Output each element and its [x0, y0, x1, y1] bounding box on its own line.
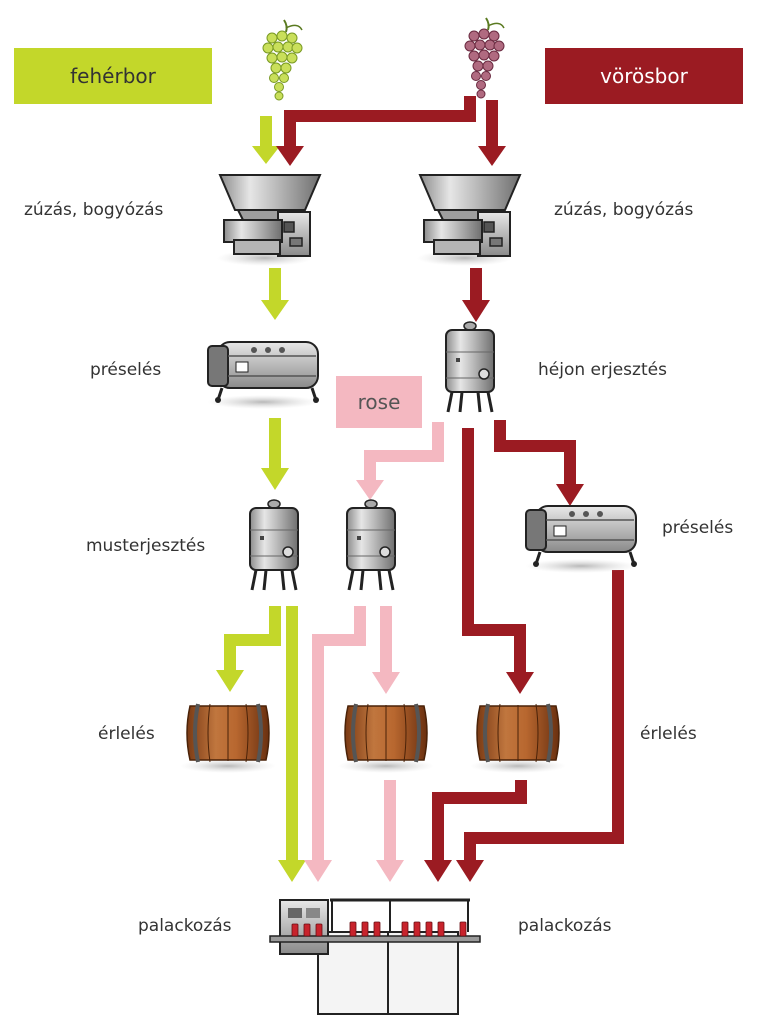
white-grapes-icon	[262, 19, 303, 101]
wine-press-icon	[523, 504, 639, 575]
wine-press-icon	[205, 340, 321, 411]
red-grapes-icon	[464, 17, 505, 99]
oak-barrel-icon	[178, 702, 278, 775]
white-press-label: préselés	[90, 360, 162, 380]
red-skin-ferment-label: héjon erjesztés	[538, 360, 667, 380]
red-wine-label: vörösbor	[545, 48, 743, 104]
white-must-ferment-label: musterjesztés	[86, 536, 206, 556]
oak-barrel-icon	[468, 702, 568, 775]
oak-barrel-icon	[336, 702, 436, 775]
crusher-destemmer-icon	[216, 174, 321, 267]
red-crush-label: zúzás, bogyózás	[554, 200, 694, 220]
bottling-line-icon	[269, 898, 481, 1015]
crusher-destemmer-icon	[416, 174, 521, 267]
red-bottling-label: palackozás	[518, 916, 612, 936]
white-bottling-label: palackozás	[138, 916, 232, 936]
fermentation-tank-icon	[444, 320, 496, 414]
rose-label: rose	[336, 376, 422, 428]
red-aging-label: érlelés	[640, 724, 697, 744]
white-crush-label: zúzás, bogyózás	[24, 200, 164, 220]
fermentation-tank-icon	[248, 498, 300, 592]
fermentation-tank-icon	[345, 498, 397, 592]
white-aging-label: érlelés	[98, 724, 155, 744]
red-press-label: préselés	[662, 518, 734, 538]
white-wine-label: fehérbor	[14, 48, 212, 104]
